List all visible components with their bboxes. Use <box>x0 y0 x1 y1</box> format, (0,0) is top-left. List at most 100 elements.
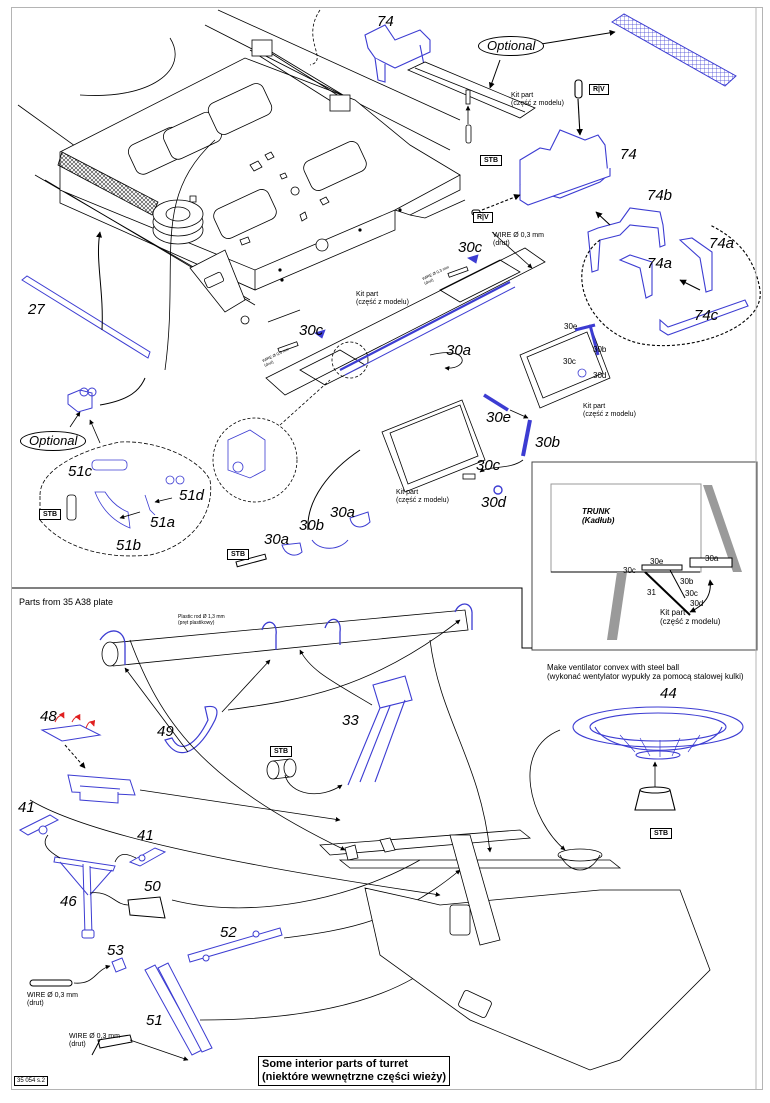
stb-tag-51: STB <box>39 509 61 520</box>
kit-part-text: Kit part <box>396 489 419 496</box>
wire-text: WIRE Ø 0,3 mm <box>493 232 544 239</box>
label-part-30d-small: 30d <box>593 371 607 380</box>
part-74-frame <box>581 207 761 347</box>
label-part-51b: 51b <box>116 537 142 554</box>
label-part-74c: 74c <box>694 307 719 324</box>
label-part-30c-right: 30c <box>458 239 483 256</box>
kit-part-note-hatch-right: Kit part (część z modelu) <box>583 403 636 419</box>
kit-part-text: Kit part <box>583 403 606 410</box>
kit-part-text-pl: (część z modelu) <box>511 100 564 107</box>
label-part-74-box: 74 <box>620 146 637 163</box>
label-part-48: 48 <box>40 708 57 725</box>
riv-tag-top: R|V <box>589 84 609 95</box>
hull-rear-deck <box>17 9 466 371</box>
part-41-46-50 <box>18 799 441 939</box>
label-part-30b-small: 30b <box>593 345 607 354</box>
plastic-rod-text: Plastic rod Ø 1,3 mm <box>178 614 225 620</box>
stb-tag-cylinder: STB <box>270 746 292 757</box>
wire-51-text: WIRE Ø 0,3 mm <box>69 1033 120 1040</box>
label-part-30e-small: 30e <box>564 322 578 331</box>
label-part-74: 74 <box>377 13 394 30</box>
kit-part-note-hatch-left: Kit part (część z modelu) <box>396 489 449 505</box>
wire-51-text-pl: (drut) <box>69 1041 86 1048</box>
part-33-bracket <box>299 649 413 786</box>
label-part-30c-small: 30c <box>563 357 576 366</box>
label-part-50: 50 <box>144 878 161 895</box>
label-part-51a: 51a <box>150 514 176 531</box>
plastic-rod-note: Plastic rod Ø 1,3 mm (pręt plastikowy) <box>178 614 225 626</box>
inset-kit-part-text: Kit part <box>660 608 686 617</box>
parts-30-hinge-small <box>235 449 371 568</box>
kit-part-text: Kit part <box>511 92 534 99</box>
label-part-30c-left: 30c <box>299 322 324 339</box>
wire-53-text: WIRE Ø 0,3 mm <box>27 992 78 999</box>
turret-interior <box>129 639 711 1071</box>
ventilator-note-text: Make ventilator convex with steel ball <box>547 663 680 672</box>
stb-tag-ventilator: STB <box>650 828 672 839</box>
parts-30-link <box>462 393 532 495</box>
label-part-46: 46 <box>60 893 77 910</box>
turret-caption-text-pl: (niektóre wewnętrzne części wieży) <box>262 1071 447 1083</box>
kit-part-note-top: Kit part (część z modelu) <box>511 92 564 108</box>
kit-part-text-pl: (część z modelu) <box>583 411 636 418</box>
label-part-52: 52 <box>220 924 237 941</box>
label-part-51d: 51d <box>179 487 205 504</box>
optional-grille <box>488 13 737 89</box>
wire-note-51: WIRE Ø 0,3 mm (drut) <box>69 1033 120 1049</box>
stb-tag-30: STB <box>227 549 249 560</box>
kit-part-trough <box>407 61 536 144</box>
trunk-title-text-pl: (Kadłub) <box>582 516 615 525</box>
inset-kit-part-text-pl: (część z modelu) <box>660 617 721 626</box>
part-74-bracket-top <box>364 24 431 83</box>
label-part-33: 33 <box>342 712 359 729</box>
label-part-49: 49 <box>157 723 174 740</box>
plastic-rod-assembly <box>99 603 473 667</box>
label-part-30a-lower: 30a <box>264 531 290 548</box>
label-part-30a-rail: 30a <box>446 342 472 359</box>
optional-callout-top: Optional <box>478 36 545 56</box>
riv-tag-lower: R|V <box>473 212 493 223</box>
turret-caption-text: Some interior parts of turret <box>262 1058 409 1070</box>
label-part-27: 27 <box>28 301 45 318</box>
kit-part-text: Kit part <box>356 291 379 298</box>
inset-label-30d: 30d <box>690 599 704 608</box>
plastic-rod-text-pl: (pręt plastikowy) <box>178 620 215 626</box>
label-part-30b: 30b <box>535 434 561 451</box>
inset-label-30c-right: 30c <box>685 589 698 598</box>
label-part-30e: 30e <box>486 409 512 426</box>
inset-kit-part-note: Kit part (część z modelu) <box>660 608 720 626</box>
trunk-inset <box>531 461 758 651</box>
label-part-51: 51 <box>146 1012 163 1029</box>
label-part-44: 44 <box>660 685 677 702</box>
label-part-30d: 30d <box>481 494 507 511</box>
label-part-41-left: 41 <box>18 799 35 816</box>
part-30a-rail-assembly <box>265 231 546 396</box>
section-divider <box>12 587 532 649</box>
inset-label-30b: 30b <box>680 577 694 586</box>
optional-bracket-51 <box>67 377 146 413</box>
sheet-code: 35 054 s.2 <box>14 1076 49 1086</box>
inset-label-31: 31 <box>647 588 656 597</box>
part-49-clamp <box>124 619 461 753</box>
instruction-sheet <box>11 7 763 1090</box>
wire-text-pl: (drut) <box>493 240 510 247</box>
label-part-74a-left: 74a <box>647 255 673 272</box>
kit-part-text-pl: (część z modelu) <box>356 299 409 306</box>
label-part-74a-right: 74a <box>709 235 735 252</box>
trunk-title: TRUNK (Kadłub) <box>582 507 614 525</box>
ventilator-note: Make ventilator convex with steel ball (… <box>547 663 744 681</box>
stb-tag-top: STB <box>480 155 502 166</box>
stb-cylinder-lower <box>266 758 343 794</box>
part-44-ventilator <box>572 706 744 811</box>
inset-label-30e: 30e <box>650 557 664 566</box>
wire-note-53: WIRE Ø 0,3 mm (drut) <box>27 992 78 1008</box>
label-part-41-right: 41 <box>137 827 154 844</box>
label-part-51c: 51c <box>68 463 93 480</box>
label-part-30c: 30c <box>476 457 501 474</box>
inset-label-30a: 30a <box>705 554 719 563</box>
detail-circle <box>212 379 331 503</box>
inset-label-30c-left: 30c <box>623 566 636 575</box>
label-part-74b: 74b <box>647 187 673 204</box>
wire-note: WIRE Ø 0,3 mm (drut) <box>493 232 544 248</box>
part-27-strip <box>21 231 151 359</box>
